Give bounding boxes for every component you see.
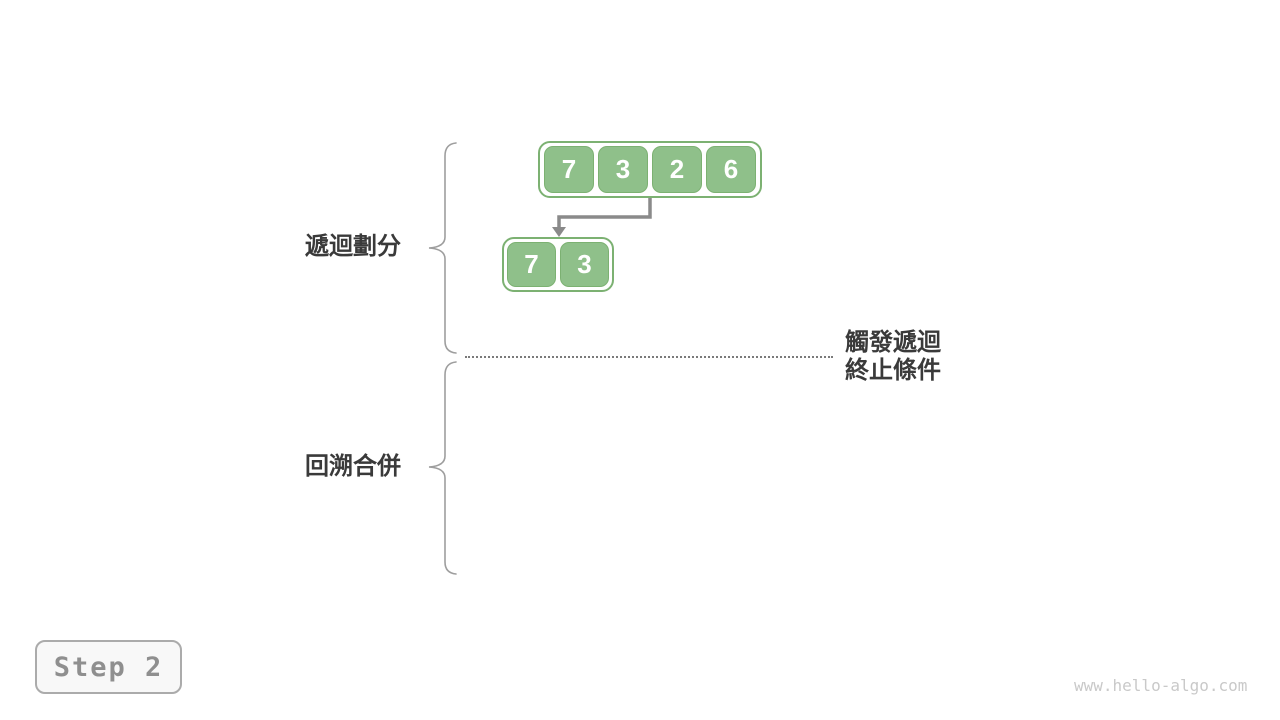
watermark: www.hello-algo.com [1074,676,1248,695]
termination-dotted-line [465,356,833,358]
step-badge: Step 2 [35,640,182,694]
array-cell: 6 [706,146,756,193]
array-level-1: 7 3 2 6 [538,141,762,198]
merge-brace [428,361,457,575]
split-arrow [557,198,652,228]
label-backtrack-merge: 回溯合併 [305,453,401,480]
termination-note-line2: 終止條件 [845,357,941,384]
split-arrow-head [552,227,566,237]
label-recursive-divide: 遞迴劃分 [305,233,401,260]
array-cell: 2 [652,146,702,193]
array-cell: 7 [544,146,594,193]
array-level-2: 7 3 [502,237,614,292]
array-cell: 7 [507,242,556,287]
array-cell: 3 [598,146,648,193]
array-cell: 3 [560,242,609,287]
termination-note: 觸發遞迴 終止條件 [845,329,941,385]
termination-note-line1: 觸發遞迴 [845,329,941,356]
divide-brace [428,142,457,354]
